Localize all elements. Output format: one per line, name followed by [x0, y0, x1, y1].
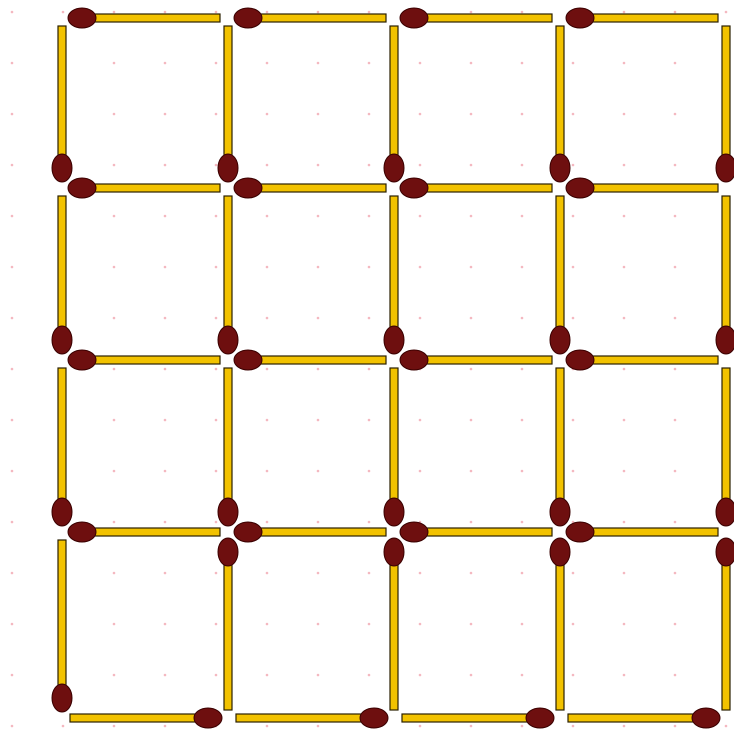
match-horizontal-r4-c0[interactable] — [70, 708, 222, 728]
match-head — [234, 522, 262, 542]
match-head — [234, 350, 262, 370]
match-vertical-r3-c2[interactable] — [384, 538, 404, 710]
match-head — [716, 538, 734, 566]
match-horizontal-r0-c3[interactable] — [566, 8, 718, 28]
match-head — [384, 498, 404, 526]
match-head — [550, 326, 570, 354]
match-head — [566, 522, 594, 542]
match-head — [68, 350, 96, 370]
match-vertical-r2-c4[interactable] — [716, 368, 734, 526]
match-head — [400, 522, 428, 542]
match-head — [52, 154, 72, 182]
match-head — [400, 350, 428, 370]
match-vertical-r1-c4[interactable] — [716, 196, 734, 354]
match-horizontal-r3-c2[interactable] — [400, 522, 552, 542]
match-horizontal-r2-c1[interactable] — [234, 350, 386, 370]
match-vertical-r3-c0[interactable] — [52, 540, 72, 712]
match-horizontal-r3-c0[interactable] — [68, 522, 220, 542]
match-horizontal-r0-c0[interactable] — [68, 8, 220, 28]
match-vertical-r0-c2[interactable] — [384, 26, 404, 182]
match-vertical-r2-c1[interactable] — [218, 368, 238, 526]
match-head — [384, 538, 404, 566]
match-vertical-r2-c3[interactable] — [550, 368, 570, 526]
match-horizontal-r1-c2[interactable] — [400, 178, 552, 198]
match-vertical-r0-c1[interactable] — [218, 26, 238, 182]
match-horizontal-r2-c0[interactable] — [68, 350, 220, 370]
match-head — [360, 708, 388, 728]
match-horizontal-r2-c2[interactable] — [400, 350, 552, 370]
match-vertical-r3-c1[interactable] — [218, 538, 238, 710]
match-head — [218, 326, 238, 354]
match-head — [218, 498, 238, 526]
match-horizontal-r2-c3[interactable] — [566, 350, 718, 370]
match-head — [716, 154, 734, 182]
match-vertical-r1-c2[interactable] — [384, 196, 404, 354]
match-head — [692, 708, 720, 728]
match-horizontal-r3-c3[interactable] — [566, 522, 718, 542]
match-horizontal-r1-c1[interactable] — [234, 178, 386, 198]
match-head — [526, 708, 554, 728]
match-head — [234, 178, 262, 198]
match-horizontal-r1-c0[interactable] — [68, 178, 220, 198]
match-vertical-r0-c3[interactable] — [550, 26, 570, 182]
match-horizontal-r4-c3[interactable] — [568, 708, 720, 728]
match-head — [68, 522, 96, 542]
match-vertical-r0-c0[interactable] — [52, 26, 72, 182]
match-head — [68, 8, 96, 28]
match-head — [566, 178, 594, 198]
match-vertical-r3-c3[interactable] — [550, 538, 570, 710]
match-head — [384, 154, 404, 182]
match-head — [550, 538, 570, 566]
match-horizontal-r1-c3[interactable] — [566, 178, 718, 198]
match-horizontal-r3-c1[interactable] — [234, 522, 386, 542]
match-head — [550, 154, 570, 182]
match-vertical-r0-c4[interactable] — [716, 26, 734, 182]
match-horizontal-r4-c1[interactable] — [236, 708, 388, 728]
match-head — [234, 8, 262, 28]
match-head — [194, 708, 222, 728]
match-vertical-r1-c3[interactable] — [550, 196, 570, 354]
match-head — [400, 8, 428, 28]
match-head — [400, 178, 428, 198]
match-horizontal-r0-c2[interactable] — [400, 8, 552, 28]
match-head — [716, 326, 734, 354]
match-head — [52, 326, 72, 354]
match-vertical-r3-c4[interactable] — [716, 538, 734, 710]
match-head — [218, 154, 238, 182]
match-head — [550, 498, 570, 526]
match-head — [384, 326, 404, 354]
match-head — [218, 538, 238, 566]
match-vertical-r2-c0[interactable] — [52, 368, 72, 526]
match-head — [52, 498, 72, 526]
match-vertical-r1-c1[interactable] — [218, 196, 238, 354]
match-vertical-r1-c0[interactable] — [52, 196, 72, 354]
match-vertical-r2-c2[interactable] — [384, 368, 404, 526]
match-head — [566, 350, 594, 370]
match-horizontal-r0-c1[interactable] — [234, 8, 386, 28]
match-head — [52, 684, 72, 712]
match-head — [566, 8, 594, 28]
match-head — [716, 498, 734, 526]
match-head — [68, 178, 96, 198]
match-horizontal-r4-c2[interactable] — [402, 708, 554, 728]
